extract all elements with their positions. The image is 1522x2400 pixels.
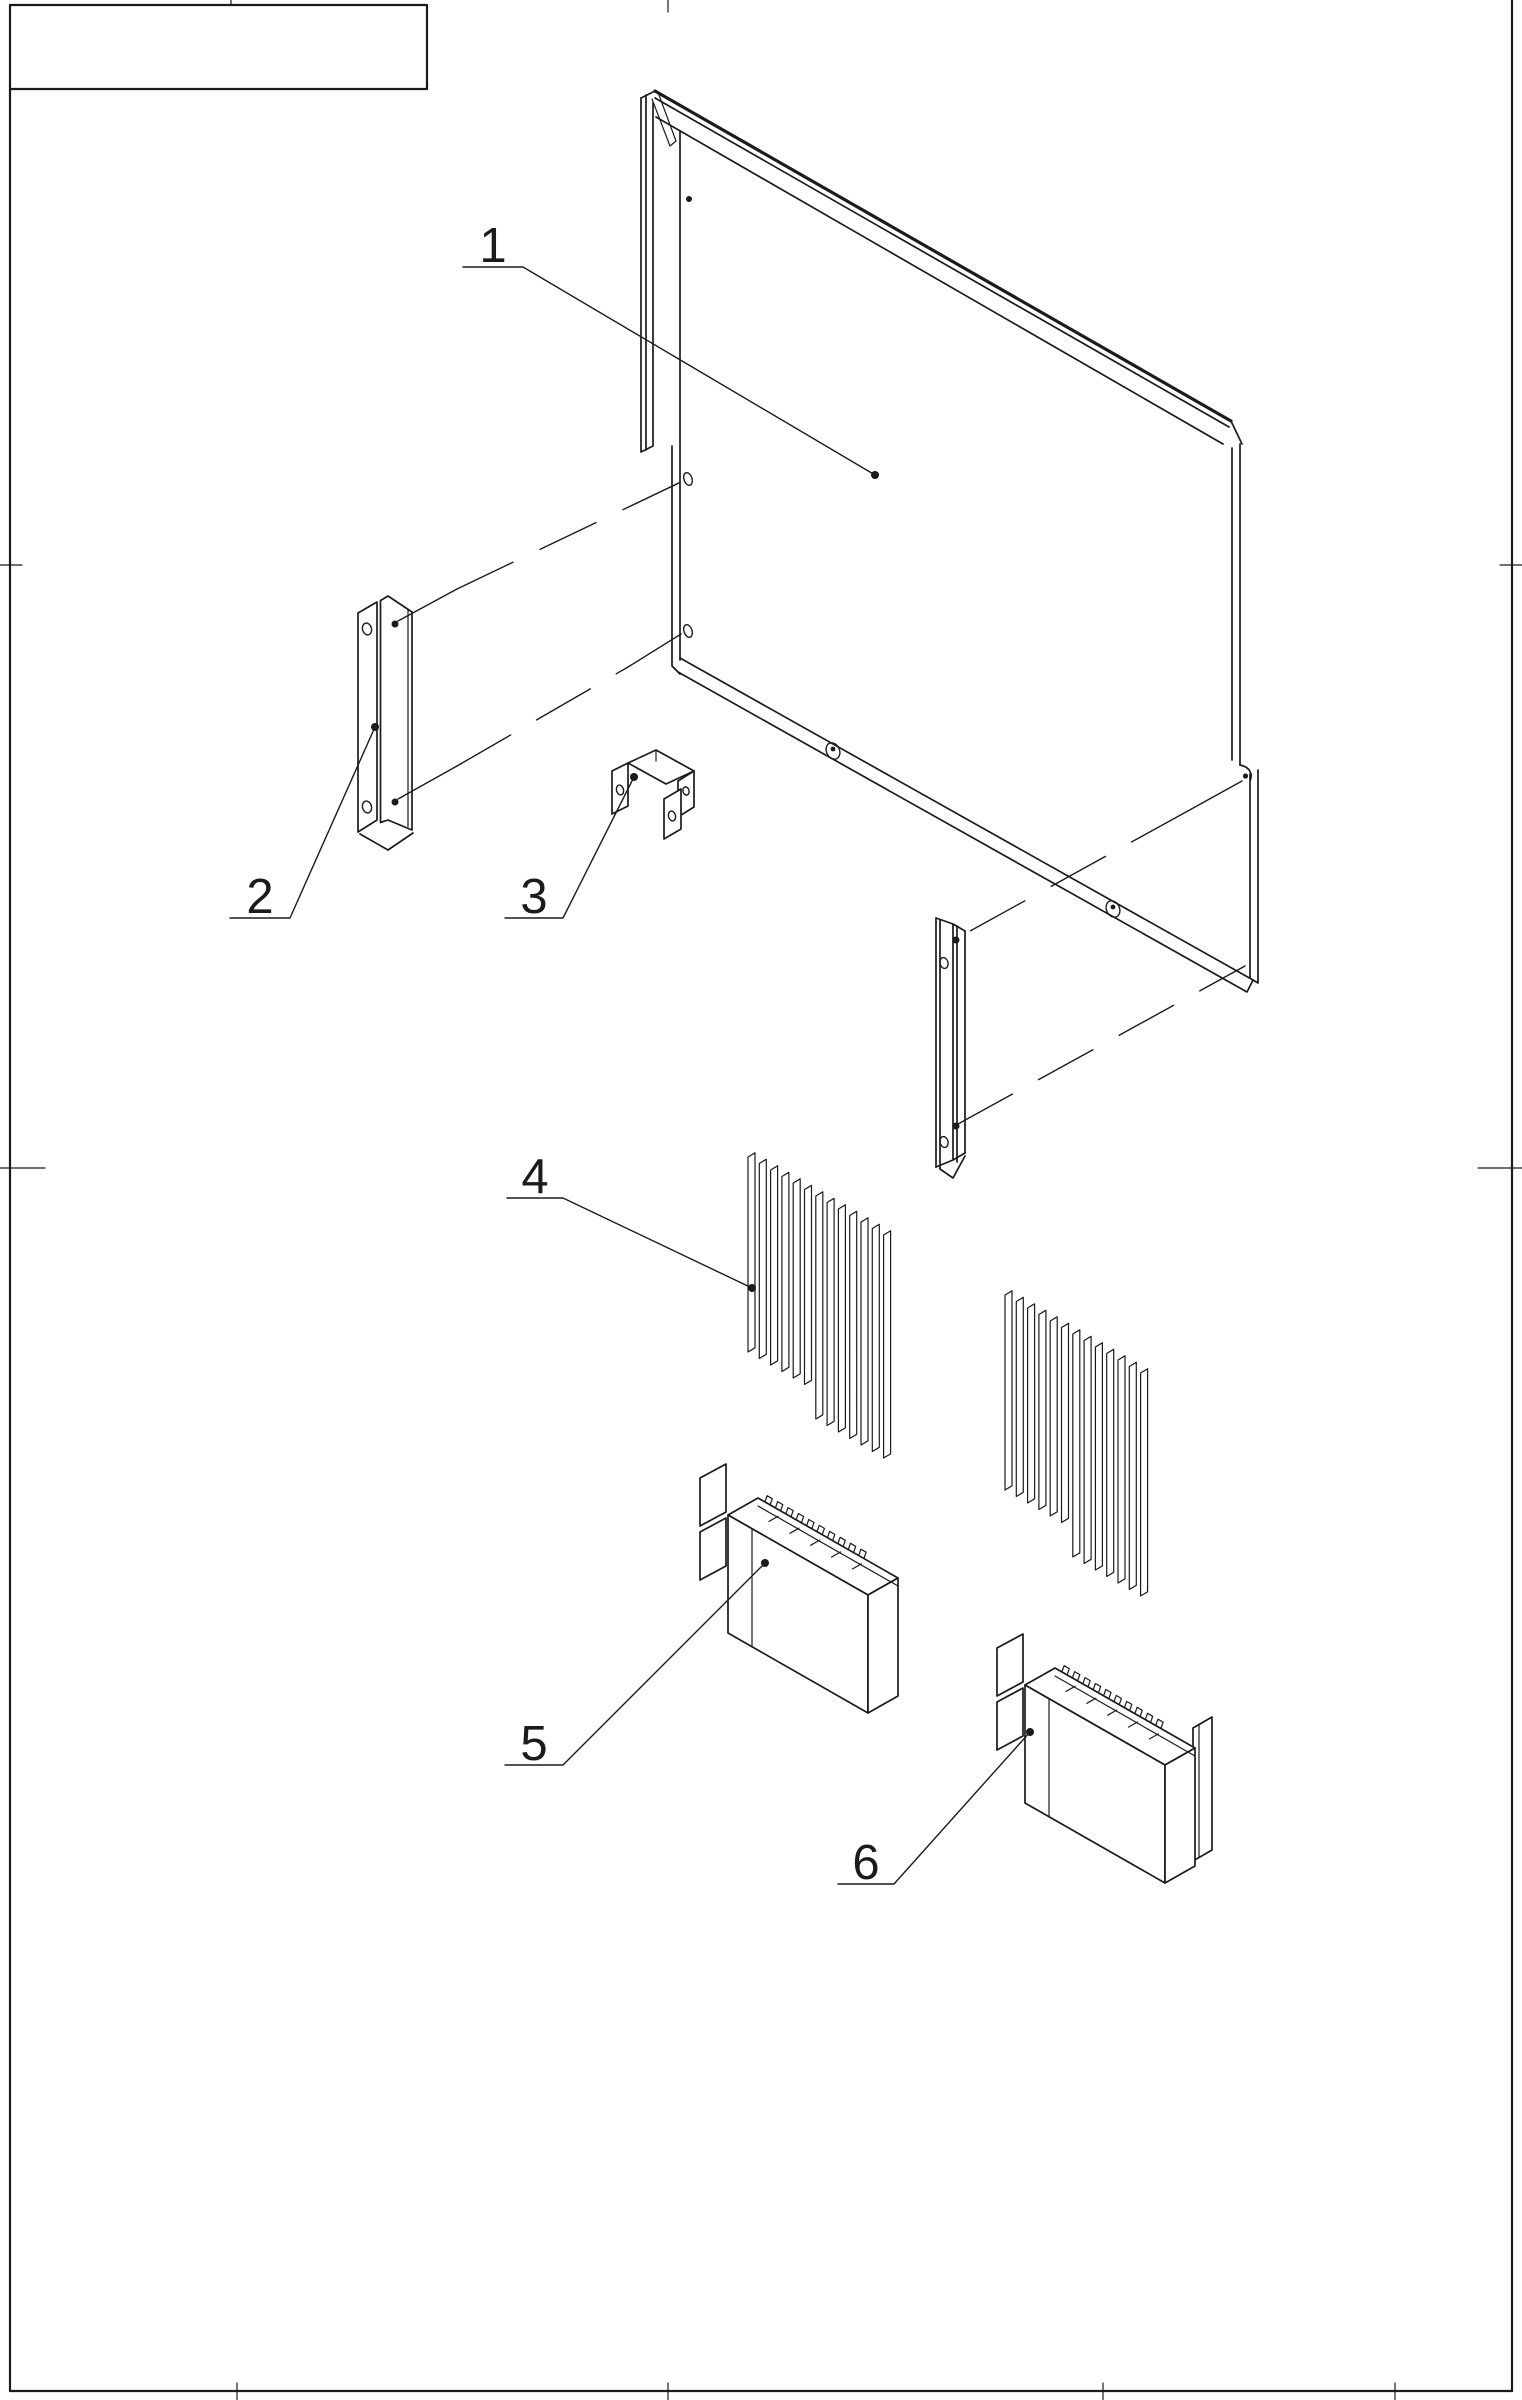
clip-front-tab (663, 788, 682, 840)
panel-bottom-rail (677, 657, 1254, 993)
registration-ticks-top (230, 0, 669, 13)
bracket-right-hole-bottom (939, 1135, 949, 1149)
callout-1-dot (871, 471, 879, 479)
module-left-end-face (867, 1577, 899, 1714)
part-bracket-left (357, 595, 414, 851)
callout-1-label: 1 (479, 219, 506, 273)
module-right-flange-lower (996, 1687, 1024, 1751)
panel-rail-tab-1 (825, 742, 841, 760)
clip-front-hole (667, 810, 677, 822)
bracket-left-hole-top (361, 622, 373, 636)
callout-6: 6 (837, 1728, 1034, 1890)
part-clip (611, 749, 695, 840)
panel-top-left-corner (640, 90, 656, 99)
module-left-lid-line (757, 1505, 899, 1587)
module-left-flange-lower (699, 1517, 727, 1581)
heatsink-left-fins (747, 1152, 892, 1459)
panel-top-edge-outer (653, 89, 1233, 423)
panel-left-flange (640, 94, 654, 453)
callout-5-leader (504, 1562, 766, 1766)
module-right-vent-marks (1065, 1685, 1159, 1740)
title-block (8, 3, 429, 91)
panel-top-edge-inner (654, 97, 1230, 428)
bracket-left-face-a (357, 601, 378, 833)
clip-left-tab (611, 762, 629, 815)
module-right-end-face (1164, 1747, 1196, 1884)
callout-3: 3 (504, 773, 638, 924)
part-heatsink-right (1004, 1290, 1149, 1597)
projection-right-upper-solid (1185, 780, 1243, 813)
panel-right-edge-upper (1230, 420, 1243, 766)
panel-corner-fold-detail (651, 94, 677, 147)
part-bracket-right (935, 917, 966, 1179)
bracket-left-bottom-fold (359, 832, 414, 851)
callout-5-dot (761, 1559, 769, 1567)
projection-lines (397, 480, 1246, 1125)
registration-ticks-bottom (236, 2382, 1396, 2400)
callouts: 1 2 3 4 5 6 (229, 219, 1034, 1890)
bracket-left-hole-bottom (361, 800, 373, 814)
callout-2-label: 2 (246, 870, 273, 924)
callout-1: 1 (462, 219, 879, 479)
bracket-left-face-b (379, 595, 413, 831)
projection-left-upper-dashed (456, 480, 684, 590)
callout-2-leader (229, 726, 376, 919)
callout-3-label: 3 (520, 870, 547, 924)
callout-6-label: 6 (852, 1836, 879, 1890)
panel-flange-hole-upper (682, 471, 694, 487)
panel-rail-tab-1-hole (830, 746, 836, 752)
callout-3-dot (630, 773, 638, 781)
module-right-lid-line (1054, 1675, 1196, 1757)
part-rear-panel (640, 89, 1259, 993)
projection-left-upper-solid (397, 588, 458, 622)
projection-right-lower-dashed (957, 965, 1246, 1125)
callout-6-leader (837, 1731, 1031, 1885)
callout-6-dot (1026, 1728, 1034, 1736)
panel-left-lower-edge (671, 445, 681, 675)
projection-left-lower-solid (397, 765, 458, 800)
panel-right-tab-hole (1242, 773, 1249, 779)
part-heatsink-left (747, 1152, 892, 1459)
module-left-vent-marks (768, 1515, 862, 1570)
callout-5: 5 (504, 1559, 769, 1771)
callout-1-leader (462, 266, 876, 476)
module-right-connector-teeth (1061, 1665, 1164, 1730)
registration-ticks-right (1477, 564, 1522, 1169)
panel-face-hole-top (686, 196, 692, 202)
bracket-left-stud-bottom (391, 798, 399, 806)
part-module-right (996, 1633, 1213, 1884)
module-left-connector-teeth (764, 1495, 867, 1560)
clip-left-hole (615, 784, 625, 796)
callout-3-leader (504, 776, 635, 919)
panel-flange-hole-lower (682, 623, 694, 639)
bracket-left-stud-top (391, 620, 399, 628)
bracket-right-hole-top (939, 956, 949, 970)
callout-2-dot (371, 723, 379, 731)
projection-right-upper-dashed (960, 811, 1187, 937)
callout-4-label: 4 (521, 1150, 548, 1204)
projection-left-lower-dashed (456, 666, 629, 767)
projection-left-lower-solid-2 (627, 633, 682, 668)
panel-right-edge-lower (1239, 764, 1259, 984)
callout-2: 2 (229, 723, 379, 924)
module-left-flange-upper (699, 1463, 727, 1527)
callout-4-dot (748, 1284, 756, 1292)
registration-ticks-left (0, 564, 46, 1169)
panel-rail-tab-2-hole (1110, 904, 1116, 910)
callout-4-leader (506, 1197, 753, 1289)
callout-5-label: 5 (520, 1717, 547, 1771)
clip-right-hole (682, 786, 690, 796)
panel-rail-tab-2 (1105, 900, 1121, 918)
panel-top-fold-line (655, 116, 1224, 445)
module-right-flange-upper (996, 1633, 1024, 1697)
heatsink-right-fins (1004, 1290, 1149, 1597)
bracket-right-strips (935, 917, 966, 1170)
part-module-left (699, 1463, 899, 1714)
bracket-right-stud-top (952, 936, 960, 944)
callout-4: 4 (506, 1150, 756, 1292)
bracket-right-bottom-fold (935, 1152, 966, 1179)
